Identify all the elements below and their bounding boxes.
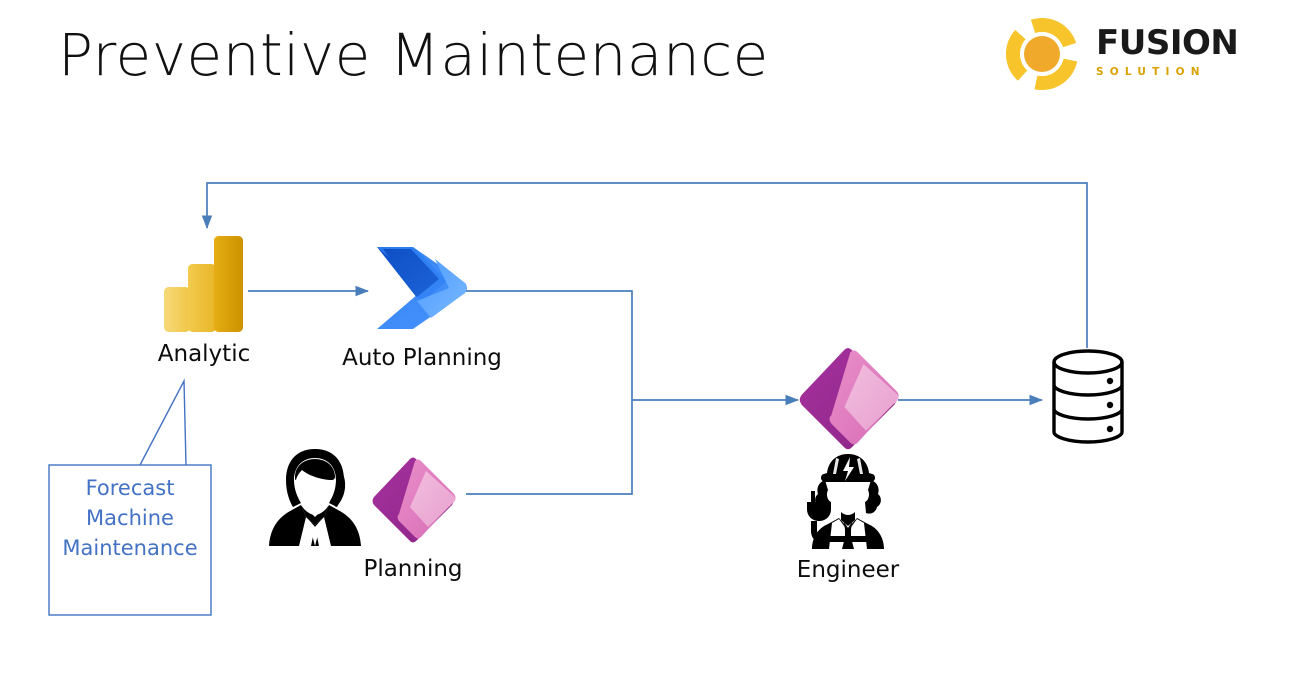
node-database[interactable] [1048, 348, 1128, 446]
node-planning-label: Planning [363, 556, 463, 582]
page-title: Preventive Maintenance [58, 21, 769, 89]
power-apps-icon [790, 345, 906, 457]
power-bi-icon [164, 236, 244, 332]
node-engineer[interactable]: Engineer [786, 452, 910, 592]
node-analytic[interactable]: Analytic [140, 236, 268, 376]
database-cylinder-icon [1048, 348, 1128, 450]
node-planning[interactable]: Planning [350, 455, 476, 600]
forecast-callout[interactable]: Forecast Machine Maintenance [48, 390, 212, 616]
callout-shape [48, 464, 212, 616]
engineer-electrician-icon [798, 452, 898, 550]
connector-planning-to-merge [466, 400, 633, 495]
logo-word: FUSION [1096, 23, 1239, 63]
logo-wordmark: FUSION SOLUTION [1096, 23, 1239, 78]
fusion-swirl-icon [1000, 12, 1084, 96]
connector-database-feedback-to-analytic [201, 182, 1088, 348]
node-engineer-app[interactable] [790, 345, 906, 457]
businesswoman-icon [268, 447, 362, 551]
power-automate-icon [373, 245, 469, 331]
node-engineer-label: Engineer [796, 557, 900, 583]
node-auto-planning[interactable]: Auto Planning [340, 240, 504, 380]
node-analytic-label: Analytic [157, 341, 251, 367]
callout-text: Forecast Machine Maintenance [48, 474, 212, 563]
fusion-solution-logo: FUSION SOLUTION [1000, 12, 1239, 96]
power-apps-icon [366, 455, 460, 549]
callout-line-1: Forecast [85, 476, 175, 500]
callout-line-3: Maintenance [62, 535, 198, 560]
logo-subword: SOLUTION [1096, 66, 1206, 78]
node-planning-user[interactable] [268, 447, 362, 547]
node-auto-planning-label: Auto Planning [342, 345, 502, 371]
callout-line-2: Machine [86, 505, 174, 530]
